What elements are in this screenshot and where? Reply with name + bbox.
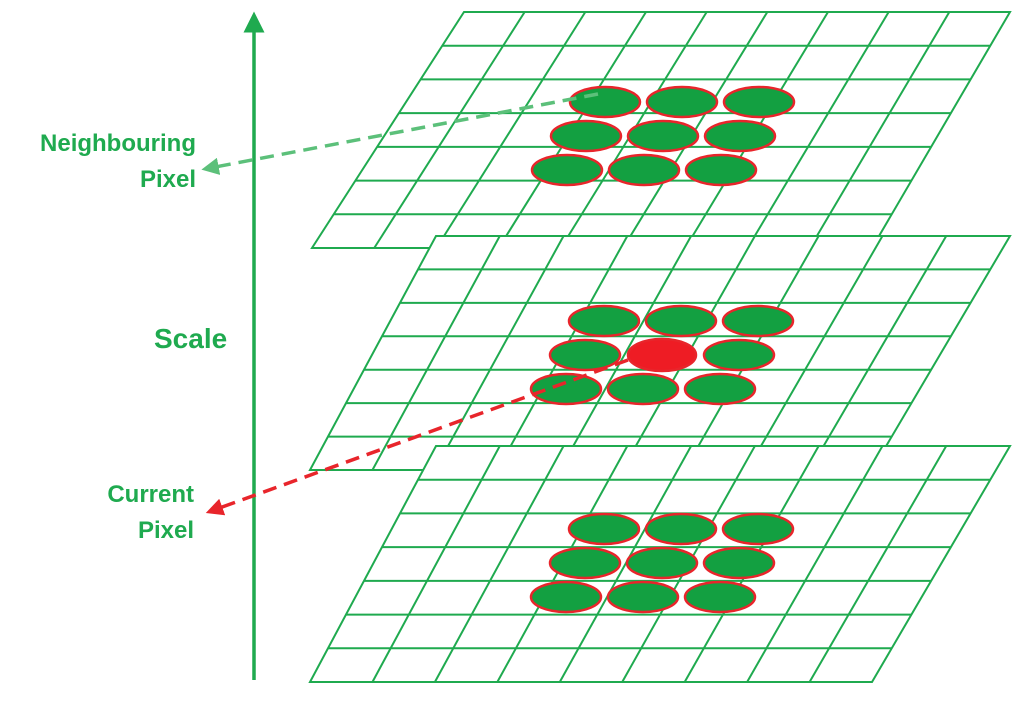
neighbouring-pixel [684,153,758,187]
neighbouring-pixel [721,304,795,338]
neighbouring-pixel [529,580,603,614]
neighbouring-pixel [607,153,681,187]
neighbouring-pixel-label: Neighbouring Pixel [40,126,196,198]
grid-layers [308,11,1012,683]
grid-layer-middle [308,235,1012,471]
neighbouring-pixel [626,119,700,153]
neighbouring-pixel [567,512,641,546]
neighbouring-pixel [567,304,641,338]
neighbouring-pixel [703,119,777,153]
current-label-line1: Current [107,481,194,508]
neighbouring-pixel [548,546,622,580]
neighbouring-label-line1: Neighbouring [40,130,196,157]
grid-col-line [746,11,890,249]
grid-col-line [371,235,501,471]
grid-col-line [746,235,884,471]
grid-col-line [434,235,565,471]
scale-label: Scale [154,322,227,356]
grid-col-line [558,445,692,683]
grid-col-line [746,445,884,683]
neighbouring-pixel [606,372,680,406]
neighbouring-label-line2: Pixel [139,166,196,193]
neighbouring-pixel [644,512,718,546]
grid-col-line [808,445,948,683]
neighbouring-pixel [645,85,719,119]
grid-col-line [373,11,526,249]
current-pixel-arrow [205,358,629,516]
neighbouring-pixel [722,85,796,119]
neighbouring-pixel [644,304,718,338]
grid-col-line [558,235,692,471]
neighbouring-pixel [529,372,603,406]
current-pixel [626,337,698,373]
neighbouring-pixel [606,580,680,614]
grid-layer-upper [310,11,1012,249]
grid-col-line [808,235,948,471]
grid-layer-lower [308,445,1012,683]
current-pixel-label: Current Pixel [107,477,194,549]
neighbouring-pixel [530,153,604,187]
grid-col-line [435,11,587,249]
neighbouring-pixel [702,546,776,580]
grid-col-line [371,445,501,683]
neighbouring-pixel [549,119,623,153]
grid-col-line [808,11,951,249]
grid-col-line [434,445,565,683]
neighbouring-pixel [683,372,757,406]
scale-label-text: Scale [154,323,228,354]
current-label-line2: Pixel [137,517,194,544]
neighbouring-pixel [548,338,622,372]
neighbouring-pixel [721,512,795,546]
neighbouring-pixel [568,85,642,119]
neighbouring-pixel [683,580,757,614]
neighbouring-pixel [702,338,776,372]
neighbouring-pixel [625,546,699,580]
